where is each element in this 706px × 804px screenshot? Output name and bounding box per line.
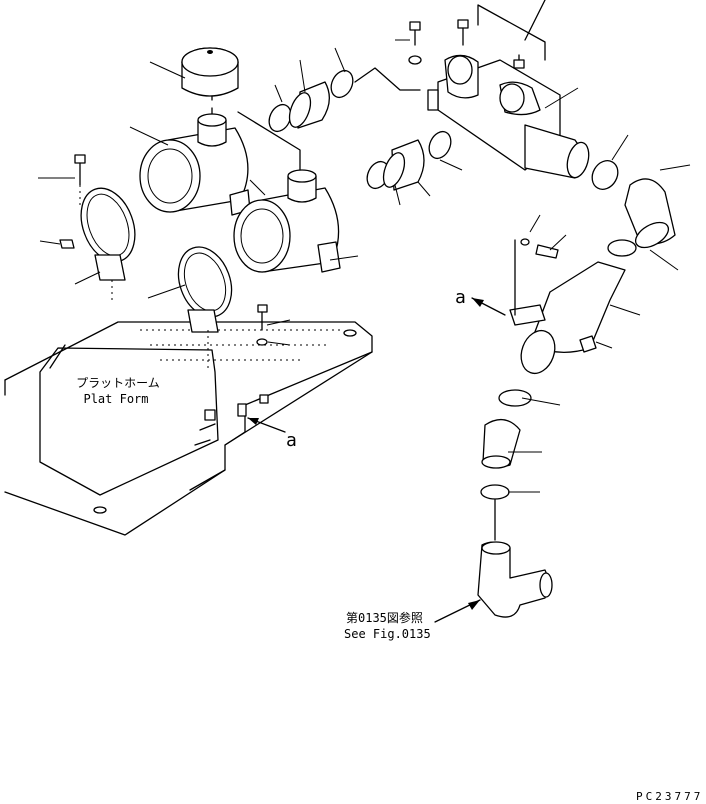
bolt-right: [520, 238, 559, 259]
platform-label-jp: プラットホーム: [76, 376, 160, 390]
bolt-left: [59, 154, 86, 249]
elbow-fitting: [477, 541, 553, 618]
drawing-code: PC23777: [636, 790, 703, 803]
hose-lower: [480, 389, 532, 541]
platform-label-en: Plat Form: [83, 392, 148, 406]
hose-right-upper: [591, 160, 676, 257]
air-cleaner-right: [233, 111, 341, 273]
hoses-clamps-middle: [268, 67, 452, 191]
air-cleaner-left: [139, 47, 251, 216]
bolt-center: [256, 304, 268, 346]
reference-label-en: See Fig.0135: [344, 627, 431, 641]
bolts-top: [408, 19, 525, 69]
reference-label-jp: 第0135図参照: [346, 610, 423, 625]
platform: [4, 321, 373, 536]
view-mark-a-upper: a: [455, 287, 466, 308]
intake-manifold: [427, 0, 590, 179]
intake-pipe-right: [509, 239, 626, 375]
mounting-bands: [80, 187, 233, 370]
view-arrow-upper: [471, 297, 506, 316]
view-arrow-lower: [247, 417, 286, 433]
view-mark-a-lower: a: [286, 430, 297, 451]
leader-lines: [38, 39, 691, 493]
reference-arrow: [434, 599, 481, 623]
